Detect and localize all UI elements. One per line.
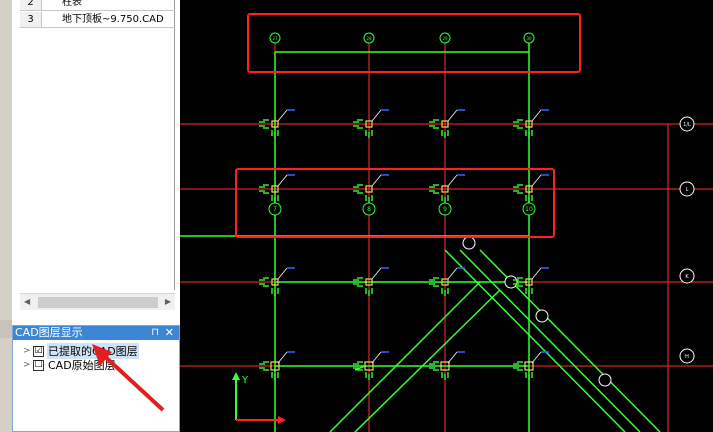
scrollbar-thumb[interactable] — [38, 297, 158, 308]
column-marker[interactable] — [353, 351, 389, 380]
scroll-right-icon[interactable]: ▶ — [164, 297, 171, 306]
cad-drawing-canvas[interactable]: 27 28 29 30 7 8 9 10 1/L L K H Y — [180, 0, 713, 432]
layer-item-label: CAD原始图层 — [48, 359, 116, 372]
grid-bubbles-right — [679, 116, 695, 364]
grid-bubble-labels-mid: 7 8 9 10 — [273, 206, 533, 213]
axis-y-label: Y — [241, 375, 249, 386]
grid-label: 29 — [442, 36, 448, 41]
layer-panel-title-text: CAD图层显示 — [15, 326, 83, 339]
highlight-box-mid — [235, 168, 555, 238]
pin-icon[interactable]: ⊓ — [151, 327, 159, 338]
table-row[interactable]: 2 柱表 — [20, 0, 175, 11]
layer-item-original[interactable]: > ☐ CAD原始图层 — [23, 358, 117, 372]
expand-icon[interactable]: > — [23, 360, 31, 370]
grid-lines-horizontal — [180, 123, 713, 367]
ucs-axis-icon: Y — [232, 372, 286, 424]
grid-bubbles-mid — [268, 202, 536, 216]
column-marker[interactable] — [429, 174, 465, 203]
column-marker[interactable] — [259, 351, 295, 380]
grid-bubble-labels-top: 27 28 29 30 — [272, 36, 532, 41]
column-marker[interactable] — [429, 267, 465, 296]
row-name: 柱表 — [62, 0, 82, 8]
grid-label: 30 — [526, 36, 532, 41]
row-name: 地下顶板~9.750.CAD — [62, 14, 164, 25]
extracted-layer-checkbox[interactable]: ☑ — [33, 345, 44, 357]
column-marker[interactable] — [429, 351, 465, 380]
scroll-left-icon[interactable]: ◀ — [24, 297, 31, 306]
column-marker[interactable] — [513, 267, 549, 296]
grid-bubble-labels-right: 1/L L K H — [683, 122, 691, 360]
column-marker[interactable] — [259, 267, 295, 296]
selection-highlights — [235, 13, 581, 238]
column-marker[interactable] — [259, 109, 295, 138]
column-marker[interactable] — [353, 174, 389, 203]
grid-label: 8 — [367, 206, 371, 213]
grid-label: K — [685, 274, 689, 280]
highlight-box-top — [247, 13, 581, 73]
grid-label: 1/L — [683, 122, 691, 128]
expand-icon[interactable]: > — [23, 346, 31, 356]
layer-panel-title: CAD图层显示 ⊓ ✕ — [13, 326, 179, 340]
grid-label: 10 — [525, 206, 533, 213]
grid-label: 28 — [366, 36, 372, 41]
layer-item-extracted[interactable]: > ☑ 已提取的CAD图层 — [23, 343, 139, 359]
grid-bubbles-top — [269, 32, 535, 44]
column-marker[interactable] — [259, 174, 295, 203]
grid-label: H — [685, 354, 689, 360]
left-gutter — [0, 0, 12, 432]
table-row[interactable]: 3 地下顶板~9.750.CAD — [20, 12, 175, 28]
column-marker[interactable] — [513, 109, 549, 138]
grid-label: L — [686, 187, 689, 193]
drawing-file-table: 2 柱表 3 地下顶板~9.750.CAD — [20, 0, 175, 290]
original-layer-checkbox[interactable]: ☐ — [33, 359, 44, 371]
horizontal-scrollbar[interactable]: ◀ ▶ — [20, 293, 175, 310]
cad-layer-panel: CAD图层显示 ⊓ ✕ > ☑ 已提取的CAD图层 > ☐ CAD原始图层 — [12, 325, 180, 432]
columns-group — [259, 109, 549, 380]
row-number: 3 — [20, 12, 42, 27]
grid-label: 27 — [272, 36, 278, 41]
column-marker[interactable] — [513, 351, 549, 380]
column-marker[interactable] — [353, 109, 389, 138]
annotation-bubbles — [462, 236, 612, 387]
grid-label: 9 — [443, 206, 447, 213]
close-icon[interactable]: ✕ — [164, 326, 174, 339]
left-panel: 2 柱表 3 地下顶板~9.750.CAD ◀ ▶ CAD图层显示 ⊓ ✕ > … — [0, 0, 180, 432]
column-marker[interactable] — [513, 174, 549, 203]
column-marker[interactable] — [429, 109, 465, 138]
column-marker[interactable] — [353, 267, 389, 296]
grid-label: 7 — [273, 206, 277, 213]
row-number: 2 — [20, 0, 42, 10]
